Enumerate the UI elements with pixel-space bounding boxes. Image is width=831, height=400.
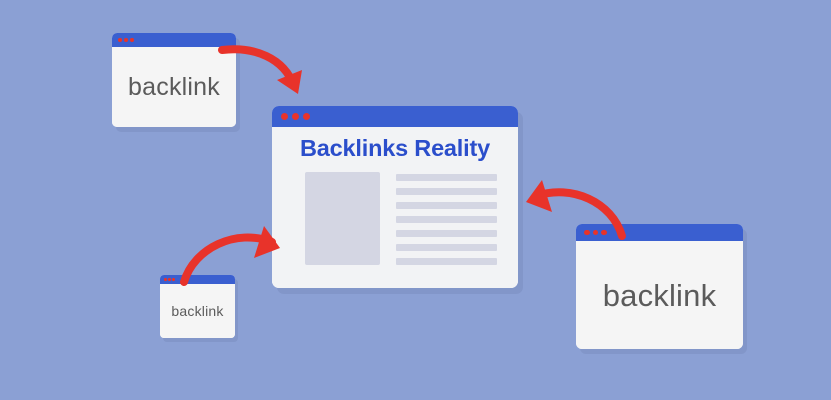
window-control-dots [164,278,175,281]
window-titlebar [160,275,235,284]
text-line [396,215,497,223]
close-dot-icon[interactable] [164,278,167,281]
backlinks-reality-window[interactable]: Backlinks Reality [272,106,518,288]
minimize-dot-icon[interactable] [592,229,598,236]
text-line [396,201,497,209]
maximize-dot-icon[interactable] [303,113,310,120]
window-titlebar [112,33,236,47]
window-titlebar [272,106,518,127]
text-line [396,229,497,237]
minimize-dot-icon[interactable] [124,38,128,42]
backlink-label: backlink [171,303,224,319]
minimize-dot-icon[interactable] [292,113,299,120]
arrow-top-left-to-main [218,45,302,94]
window-body: backlink [160,284,235,338]
backlink-window-bottom-right[interactable]: backlink [576,224,743,349]
text-line [396,243,497,251]
text-line-group [396,172,497,265]
close-dot-icon[interactable] [584,229,590,236]
window-control-dots [584,229,607,236]
backlink-window-top-left[interactable]: backlink [112,33,236,127]
text-line [396,173,497,181]
window-control-dots [281,113,310,120]
close-dot-icon[interactable] [281,113,288,120]
close-dot-icon[interactable] [118,38,122,42]
maximize-dot-icon[interactable] [601,229,607,236]
text-line [396,187,497,195]
maximize-dot-icon[interactable] [172,278,175,281]
image-placeholder [305,171,380,265]
window-control-dots [118,38,134,42]
page-title: Backlinks Reality [300,135,490,161]
window-titlebar [576,224,743,241]
window-body: backlink [112,47,236,127]
text-line [396,257,497,265]
article-content [272,161,518,265]
maximize-dot-icon[interactable] [130,38,134,42]
window-body: backlink [576,241,743,349]
window-body: Backlinks Reality [272,127,518,288]
minimize-dot-icon[interactable] [168,278,171,281]
backlink-window-bottom-left[interactable]: backlink [160,275,235,338]
backlink-label: backlink [602,277,717,313]
backlink-label: backlink [128,72,220,101]
